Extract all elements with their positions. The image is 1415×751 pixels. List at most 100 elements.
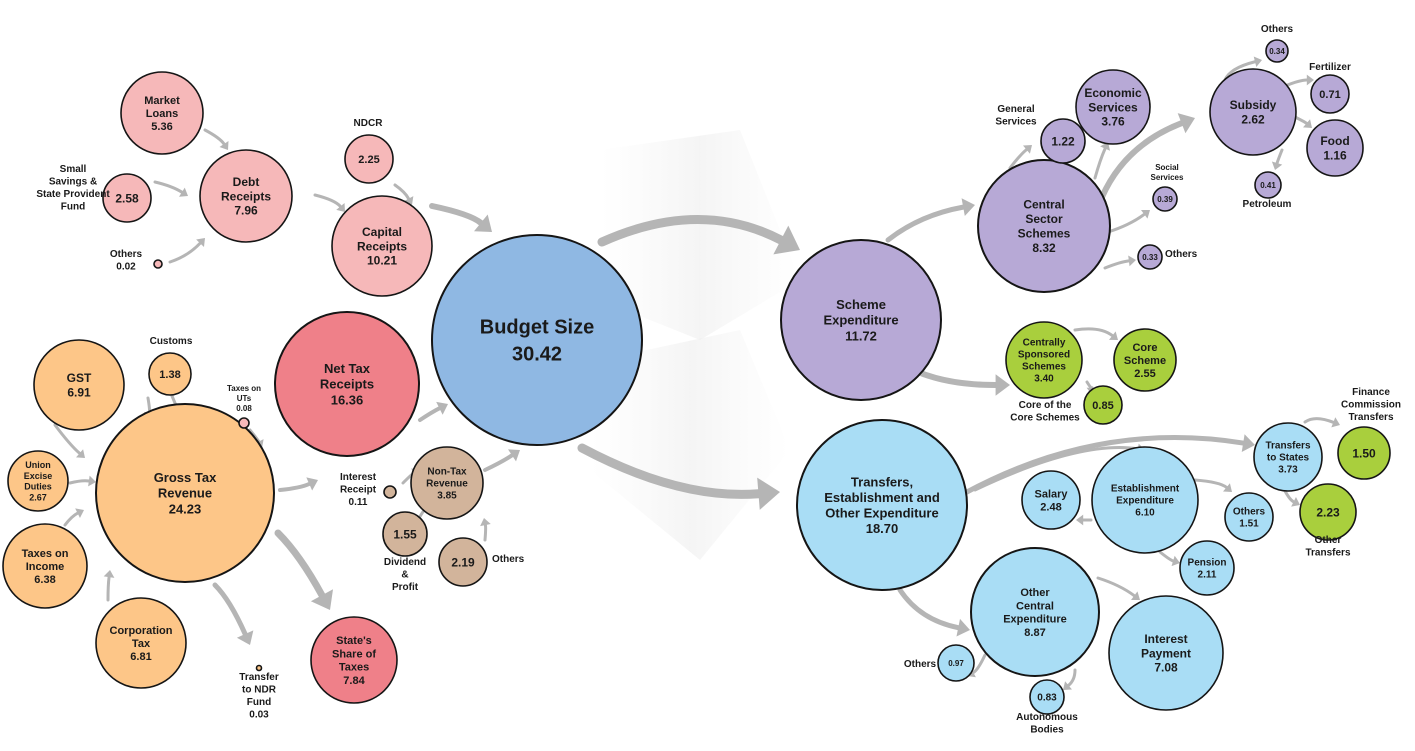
arrow-head	[1076, 514, 1084, 526]
bubble-text: Taxes	[339, 662, 369, 674]
arrow-shaft	[1275, 148, 1284, 165]
bubble-text: 1.50	[1352, 446, 1376, 460]
bubble-text: Scheme	[836, 297, 886, 312]
bubble-circle	[95, 597, 187, 689]
arrow-head	[757, 477, 780, 510]
label-text: Transfer	[239, 672, 279, 683]
bubble-text: 0.97	[948, 659, 964, 668]
bubble-circle	[382, 511, 428, 557]
label-text: Interest	[340, 472, 377, 483]
arrow-head	[1023, 145, 1032, 154]
arrow-shaft	[483, 453, 515, 472]
flow-arrow	[153, 180, 188, 197]
bubble-circle	[1337, 426, 1391, 480]
bubble-text: 24.23	[169, 501, 202, 516]
bubble-text: 0.34	[1269, 47, 1285, 56]
bubble-text: Revenue	[158, 486, 212, 501]
flow-arrow	[429, 203, 492, 232]
arrow-head	[1131, 591, 1140, 600]
flow-arrow	[483, 449, 520, 472]
bubble-text: 2.55	[1134, 368, 1155, 380]
label-text: Others	[492, 554, 525, 565]
arrow-head	[773, 225, 800, 255]
arrow-shaft	[68, 479, 91, 485]
flow-arrow	[418, 401, 448, 422]
label-others-oc-lbl: Others	[904, 659, 937, 670]
bubble-text: Revenue	[426, 479, 468, 490]
flow-arrow	[1106, 210, 1150, 234]
arrow-shaft	[1103, 259, 1131, 270]
bubble-circle	[1040, 118, 1086, 164]
bubble-text: Duties	[24, 482, 52, 492]
bubble-text: 18.70	[866, 521, 899, 536]
bubble-text: Transfers,	[851, 474, 913, 489]
bubble-text: 0.71	[1319, 89, 1340, 101]
bubble-text: Receipts	[221, 189, 271, 203]
bubble-text: Food	[1320, 134, 1349, 148]
bubble-text: Non-Tax	[427, 467, 467, 478]
bubble-petroleum: 0.41	[1254, 171, 1282, 199]
bubble-circle	[120, 71, 204, 155]
bubble-fertilizer: 0.71	[1310, 74, 1350, 114]
bubble-circle	[1005, 321, 1083, 399]
flow-arrow	[53, 423, 85, 458]
bubble-autonomous: 0.83	[1029, 679, 1065, 715]
bubble-interest-r	[383, 485, 397, 499]
bubble-others-cs: 0.33	[1137, 244, 1163, 270]
flow-arrow	[1283, 489, 1300, 507]
flow-arrow	[212, 582, 254, 645]
bubble-text: 2.19	[451, 555, 475, 569]
arrow-shaft	[1008, 148, 1028, 170]
flow-arrow	[1103, 255, 1136, 270]
bubble-text: 2.58	[115, 191, 139, 205]
arrow-shaft	[1303, 417, 1335, 424]
flow-arrow	[1158, 550, 1180, 567]
bubble-text: Centrally	[1023, 338, 1066, 349]
arrow-shaft	[53, 423, 82, 455]
label-text: Finance	[1352, 387, 1390, 398]
label-text: Services	[1151, 173, 1184, 182]
arrow-head	[88, 475, 96, 487]
bubble-circle	[1083, 385, 1123, 425]
arrow-shaft	[1085, 380, 1094, 390]
bubble-dividend: 1.55	[382, 511, 428, 557]
arrow-shaft	[429, 203, 484, 226]
arrow-head	[219, 141, 229, 150]
bubble-text: Payment	[1141, 646, 1191, 660]
bubble-circle	[153, 259, 163, 269]
label-text: Customs	[150, 336, 193, 347]
bubble-text: Others	[1233, 507, 1266, 518]
bubble-circle	[1265, 39, 1289, 63]
arrow-head	[236, 630, 254, 645]
flow-arrow	[393, 183, 414, 205]
arrow-shaft	[1073, 327, 1114, 338]
bubble-text: Expenditure	[1116, 496, 1174, 507]
bubble-text: 1.22	[1051, 134, 1075, 148]
arrow-shaft	[63, 511, 80, 527]
bubble-general: 1.22	[1040, 118, 1086, 164]
flow-arrow	[1076, 514, 1093, 526]
bubble-text: 2.67	[29, 492, 47, 502]
bubble-text: 3.76	[1101, 115, 1125, 129]
arrow-head	[1271, 161, 1283, 170]
bubble-text: Tax	[132, 638, 151, 650]
arrow-head	[1253, 56, 1262, 67]
bubble-circle	[970, 547, 1100, 677]
arrow-head	[1306, 74, 1314, 86]
bubble-text: Scheme	[1124, 355, 1166, 367]
bubble-uts	[238, 417, 250, 429]
label-text: to NDR	[242, 685, 277, 696]
label-text: Commission	[1341, 400, 1401, 411]
bubble-text: Expenditure	[823, 313, 898, 328]
label-text: Autonomous	[1016, 712, 1078, 723]
bubble-text: Central	[1023, 198, 1064, 212]
bubble-circle	[310, 616, 398, 704]
arrow-shaft	[483, 523, 488, 542]
background-diamond-bottom	[590, 330, 790, 560]
